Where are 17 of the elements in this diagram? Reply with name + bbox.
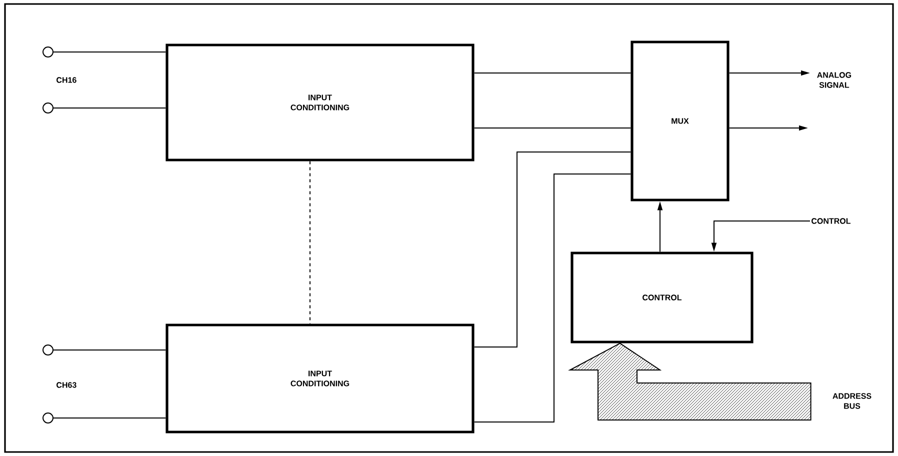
bus-arrow bbox=[568, 342, 812, 420]
connector-line bbox=[474, 152, 632, 348]
channel-label: CH63 bbox=[56, 382, 76, 388]
terminal-circle bbox=[42, 412, 54, 424]
control-box: CONTROL bbox=[570, 252, 754, 344]
terminal-circle bbox=[42, 344, 54, 356]
terminal-circle bbox=[42, 102, 54, 114]
terminal-circle bbox=[42, 46, 54, 58]
bus-label: ADDRESS BUS bbox=[832, 393, 872, 409]
signal-label: CONTROL bbox=[812, 218, 850, 224]
connector-line bbox=[474, 174, 632, 422]
signal-label: ANALOG SIGNAL bbox=[817, 72, 852, 88]
mux-box: MUX bbox=[630, 40, 730, 202]
process-box: INPUT CONDITIONING bbox=[166, 324, 474, 434]
connector-line bbox=[474, 72, 632, 74]
process-box: INPUT CONDITIONING bbox=[166, 44, 474, 162]
channel-label: CH16 bbox=[56, 77, 76, 83]
